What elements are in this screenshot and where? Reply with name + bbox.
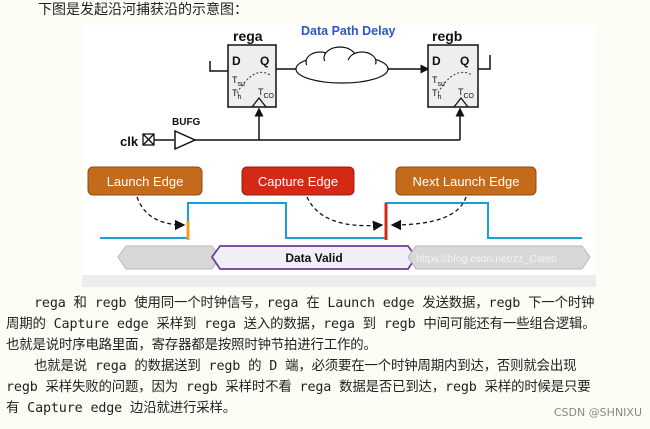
regb-pin-q: Q <box>460 54 469 68</box>
regb-label: regb <box>432 28 462 44</box>
rega-pin-q: Q <box>260 54 269 68</box>
capture-edge-box: Capture Edge <box>241 166 355 196</box>
paragraph-2-line-1: 也就是说 rega 的数据送到 regb 的 D 端，必须要在一个时钟周期内到达… <box>34 359 577 374</box>
invalid-region-left <box>117 245 221 270</box>
clk-pin-icon <box>142 133 155 146</box>
paragraph-1-line-3: 也就是说时序电路里面，寄存器都是按照时钟节拍进行工作的。 <box>6 338 377 353</box>
rega-pin-d: D <box>232 54 241 68</box>
csdn-credit: CSDN @SHNIXU <box>553 406 642 419</box>
bottom-fade <box>82 275 596 287</box>
regb-timing-arc <box>437 71 473 94</box>
rega-tsu: Tsu <box>232 75 245 88</box>
launch-capture-diagram: rega regb Data Path Delay D Q D Q Tsu Th… <box>82 25 596 287</box>
rega-input-wire <box>209 61 228 72</box>
regb-pin-d: D <box>432 54 441 68</box>
regb-clock-triangle <box>453 96 469 108</box>
next-launch-edge-pointer <box>390 196 467 231</box>
next-launch-edge-label: Next Launch Edge <box>413 174 520 189</box>
launch-edge-box: Launch Edge <box>87 166 203 196</box>
explanation-text: rega 和 regb 使用同一个时钟信号，rega 在 Launch edge… <box>6 293 636 419</box>
page-heading: 下图是发起沿河捕获沿的示意图： <box>38 2 248 18</box>
paragraph-2-line-3: 有 Capture edge 边沿就进行采样。 <box>6 401 236 416</box>
data-path-delay-label: Data Path Delay <box>301 25 396 38</box>
rega-th: Th <box>232 88 242 101</box>
paragraph-1-line-2: 周期的 Capture edge 采样到 rega 送入的数据，rega 到 r… <box>6 317 596 332</box>
capture-edge-label: Capture Edge <box>258 174 338 189</box>
rega-flipflop <box>227 44 277 108</box>
launch-edge-pointer <box>136 196 186 231</box>
clk-label: clk <box>120 134 139 149</box>
regb-th: Th <box>432 88 442 101</box>
paragraph-2-line-2: regb 采样失败的问题，因为 regb 采样时不看 rega 数据是否已到达，… <box>6 380 591 395</box>
rega-clock-triangle <box>251 96 267 108</box>
rega-tco: TCO <box>258 87 275 100</box>
bufg-label: BUFG <box>172 117 201 128</box>
next-launch-edge-box: Next Launch Edge <box>395 166 537 196</box>
watermark-url: https://blog.csdn.net/zz_Caleb <box>416 253 557 265</box>
regb-tsu: Tsu <box>432 75 445 88</box>
rega-label: rega <box>233 28 263 44</box>
rega-timing-arc <box>236 71 271 94</box>
data-path-cloud <box>295 46 389 84</box>
paragraph-1-line-1: rega 和 regb 使用同一个时钟信号，rega 在 Launch edge… <box>34 296 595 311</box>
data-valid-label: Data Valid <box>285 251 342 265</box>
regb-output-wire <box>478 55 491 70</box>
invalid-region-right <box>407 245 591 270</box>
launch-edge-label: Launch Edge <box>107 174 184 189</box>
capture-edge-pointer <box>306 196 384 231</box>
clock-waveform <box>100 202 582 239</box>
regb-tco: TCO <box>458 87 475 100</box>
bufg-buffer <box>174 129 197 151</box>
regb-flipflop <box>427 44 479 108</box>
